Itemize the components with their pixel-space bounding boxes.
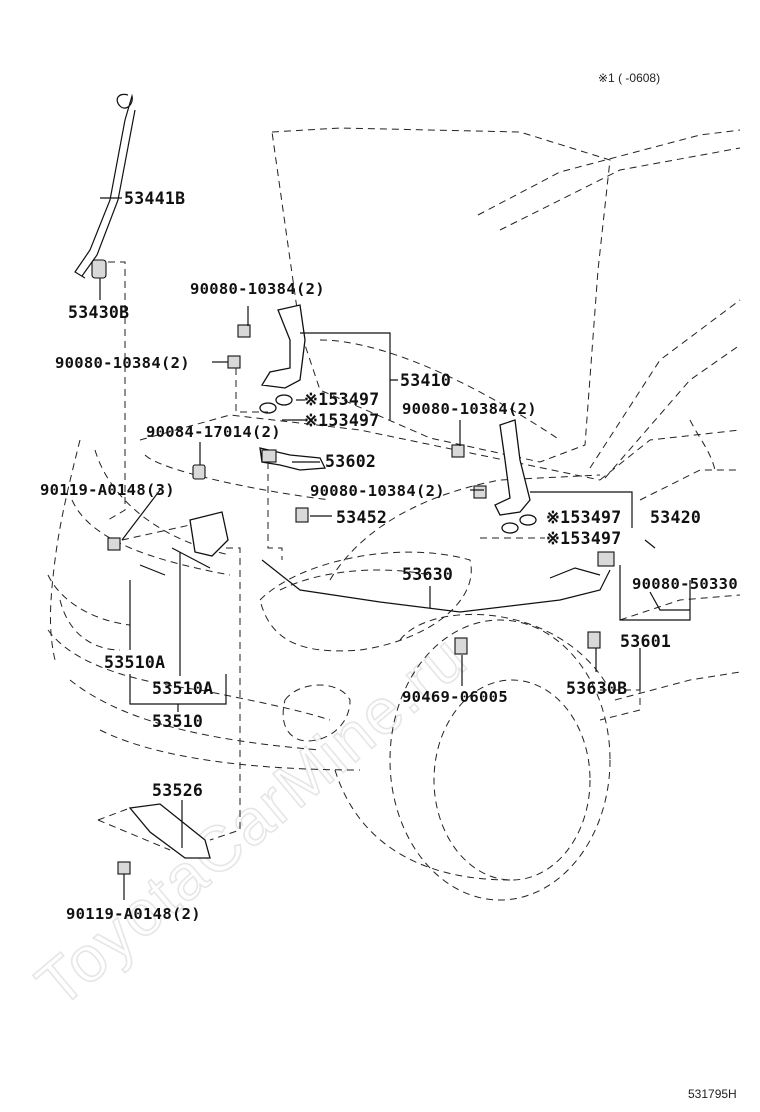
grommet-part [91,259,107,279]
label-53441B: 53441B [124,189,185,208]
leader-lines [97,197,691,900]
label-53602: 53602 [325,452,376,471]
label-90119-A0148-2: 90119-A0148(2) [66,905,201,923]
label-53410: 53410 [400,371,451,390]
lock-support-bracket-part [128,803,211,859]
label-90119-A0148-3: 90119-A0148(3) [40,481,175,499]
label-53526: 53526 [152,781,203,800]
label-53497-c: ※153497 [546,508,622,527]
label-53630B: 53630B [566,679,627,698]
label-90080-10384-left: 90080-10384(2) [55,354,190,372]
label-53452: 53452 [336,508,387,527]
label-53497-d: ※153497 [546,529,622,548]
label-53630: 53630 [402,565,453,584]
vehicle-outline [47,127,741,901]
hood-hinge-rh-part [494,419,531,516]
label-53430B: 53430B [68,303,129,322]
label-90080-10384-mid: 90080-10384(2) [310,482,445,500]
diagram-code: 531795H [688,1087,737,1101]
label-53510A-2: 53510A [152,679,213,698]
hood-lock-part [189,511,229,557]
label-90469-06005: 90469-06005 [402,688,508,706]
label-90080-50330: 90080-50330 [632,575,738,593]
header-note: ※1 ( -0608) [598,71,660,85]
label-53601: 53601 [620,632,671,651]
label-53420: 53420 [650,508,701,527]
label-53497-a: ※153497 [304,390,380,409]
label-53497-b: ※153497 [304,411,380,430]
label-53510: 53510 [152,712,203,731]
hood-support-rod-part [74,93,133,279]
release-cable-part [261,559,611,613]
label-90084-17014: 90084-17014(2) [146,423,281,441]
label-90080-10384-top: 90080-10384(2) [190,280,325,298]
label-53510A-1: 53510A [104,653,165,672]
watermark: ToyotaCarMine.ru [23,620,481,1020]
hood-hinge-lh-part [260,304,306,389]
label-90080-10384-right: 90080-10384(2) [402,400,537,418]
